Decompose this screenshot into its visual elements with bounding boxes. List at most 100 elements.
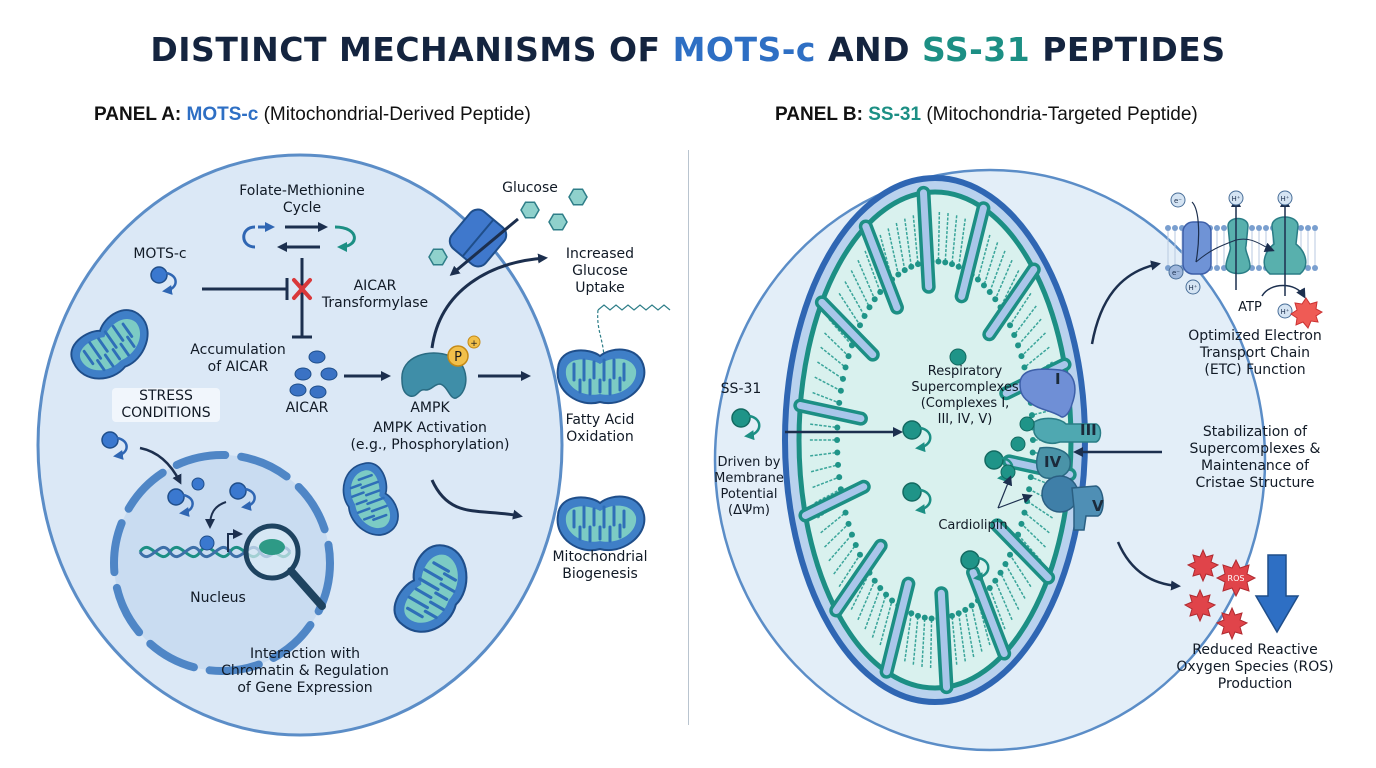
lipid-head: [877, 288, 884, 295]
lipid-tail: [1009, 292, 1032, 326]
complex-v: [1041, 475, 1104, 531]
lipid-tail: [814, 376, 842, 392]
lipid-tail: [895, 222, 906, 271]
lipid-tail: [810, 423, 838, 429]
lipid-head: [992, 296, 999, 303]
lipid-head: [921, 614, 928, 621]
lipid-head: [856, 322, 863, 329]
lipid-head: [871, 577, 878, 584]
lipid-head: [836, 474, 843, 481]
lipid-head: [837, 387, 844, 394]
lipid-head: [914, 612, 921, 619]
lipid-tail: [879, 600, 893, 646]
crista-fold: [818, 298, 877, 359]
bilayer-head: [1214, 225, 1220, 231]
lipid-head: [1029, 437, 1036, 443]
lipid-tail: [1020, 523, 1046, 548]
complex-i: [1019, 368, 1076, 418]
lipid-tail: [989, 250, 1006, 293]
lipid-tail: [1017, 318, 1042, 346]
lipid-head: [861, 312, 868, 319]
ros-badge-text: ROS: [1228, 574, 1245, 583]
lipid-head: [1026, 486, 1033, 493]
lipid-tail: [820, 512, 847, 534]
lipid-head: [935, 258, 942, 265]
h-plus-label: H⁺: [1189, 284, 1198, 292]
lipid-head: [866, 304, 873, 311]
lipid-head: [962, 606, 969, 613]
bilayer-head: [1305, 225, 1311, 231]
ss31-label: SS-31: [720, 381, 762, 397]
lipid-head: [889, 597, 896, 604]
panel-b-name: SS-31: [868, 104, 922, 125]
lipid-tail: [999, 572, 1020, 610]
stress-conditions-label: STRESS CONDITIONS: [112, 388, 220, 422]
lipid-tail: [810, 451, 838, 457]
h-plus-label: H⁺: [1281, 308, 1290, 316]
lipid-tail: [912, 215, 919, 265]
lipid-head: [901, 267, 908, 274]
lipid-head: [877, 585, 884, 592]
panel-a-prefix: PANEL A:: [94, 104, 187, 125]
bilayer-head: [1305, 265, 1311, 271]
lipid-tail: [857, 259, 876, 300]
etc-arrow: [1090, 260, 1161, 345]
peptide-dot: [191, 477, 205, 491]
lipid-tail: [983, 242, 999, 286]
bilayer-head: [1312, 225, 1318, 231]
lipid-head: [842, 364, 849, 371]
red-x-icon: [292, 278, 312, 300]
ss31-peptide-dot: [1010, 436, 1026, 452]
crista-fold: [801, 483, 868, 519]
lipid-tail: [857, 580, 876, 621]
lipid-head: [852, 541, 859, 548]
lipid-head: [895, 271, 902, 278]
lipid-head: [839, 375, 846, 382]
nucleus-envelope: [110, 451, 334, 675]
stabilization-label: Stabilization of Supercomplexes & Mainte…: [1189, 424, 1321, 491]
complex-iv-label: IV: [1044, 453, 1062, 471]
crista-fold: [919, 189, 933, 291]
atp-label: ATP: [1238, 300, 1262, 315]
lipid-head: [1027, 474, 1034, 481]
bilayer-head: [1214, 265, 1220, 271]
lipid-head: [968, 602, 975, 609]
etc-function-label: Optimized Electron Transport Chain (ETC)…: [1188, 328, 1322, 378]
lipid-tail: [864, 250, 881, 293]
lipid-tail: [951, 615, 958, 665]
respiratory-supercomplexes-label: Respiratory Supercomplexes (Complexes I,…: [911, 364, 1019, 427]
ros-reduction-label: Reduced Reactive Oxygen Species (ROS) Pr…: [1176, 642, 1334, 692]
lipid-head: [986, 288, 993, 295]
uptake-arrow: [430, 253, 548, 349]
cardiolipin-label: Cardiolipin: [938, 518, 1008, 533]
lipid-head: [1021, 364, 1028, 371]
lipid-tail: [903, 218, 913, 267]
svg-text:+: +: [470, 339, 478, 349]
e-minus-label: e⁻: [1172, 269, 1180, 277]
aicar-molecules: [289, 350, 338, 399]
crista-fold: [862, 222, 901, 312]
mots-c-label: MOTS-c: [133, 246, 187, 262]
title-part2: AND: [816, 30, 923, 69]
lipid-head: [871, 296, 878, 303]
ampk-label: AMPK: [410, 400, 450, 416]
lipid-tail: [1023, 346, 1050, 368]
lipid-tail: [810, 464, 839, 473]
crista-fold: [985, 266, 1038, 338]
cardiolipin-pointers: [997, 475, 1033, 509]
lipid-head: [834, 449, 841, 456]
lipid-tail: [844, 281, 866, 317]
title-part1: DISTINCT MECHANISMS OF: [150, 30, 673, 69]
bilayer-head: [1263, 225, 1269, 231]
title-mots: MOTS-c: [672, 30, 816, 69]
lipid-head: [845, 353, 852, 360]
lipid-head: [986, 585, 993, 592]
lipid-tail: [912, 615, 919, 665]
lipid-tail: [838, 554, 861, 588]
lipid-tail: [999, 270, 1020, 308]
folate-cycle-label: Folate-Methionine Cycle: [239, 183, 365, 216]
ss31-peptide-dot: [1019, 416, 1035, 432]
lipid-tail: [944, 213, 949, 263]
ss31-peptide-dot: [1000, 464, 1016, 480]
lipid-head: [992, 577, 999, 584]
